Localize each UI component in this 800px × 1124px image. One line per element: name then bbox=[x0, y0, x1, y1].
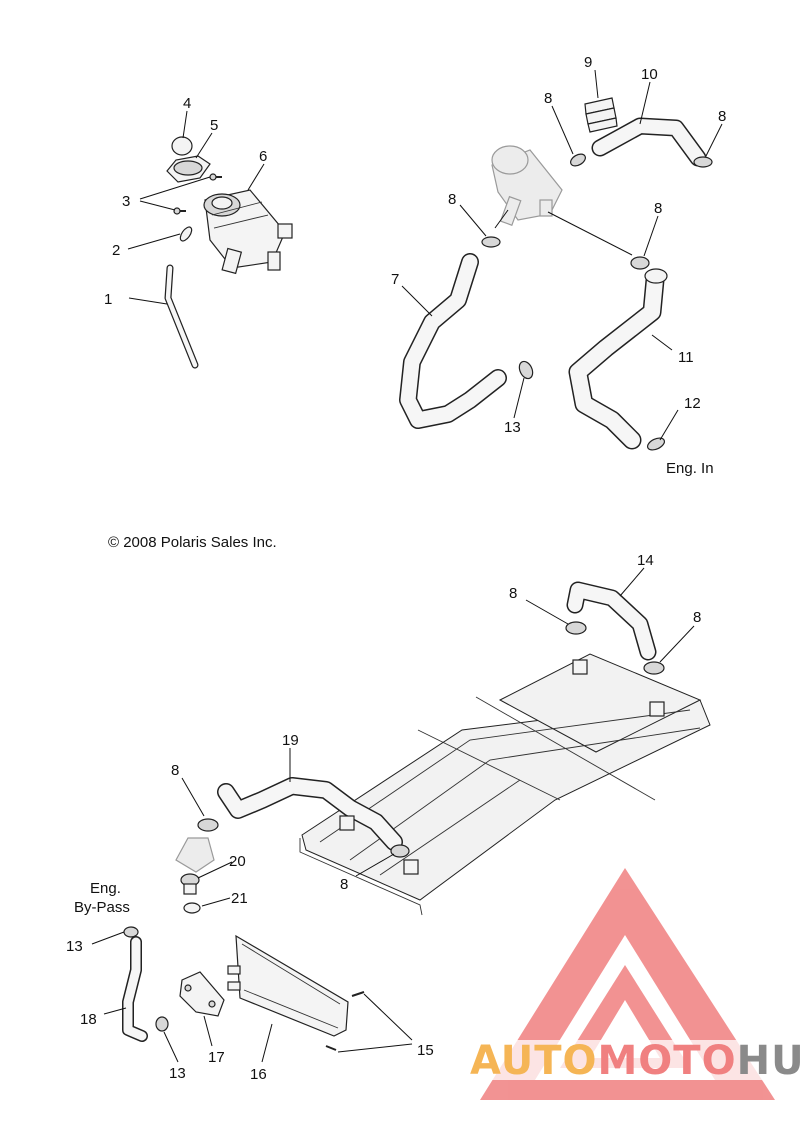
watermark-text-backdrop bbox=[468, 1040, 800, 1080]
callout-17: 17 bbox=[208, 1049, 225, 1066]
callout-8-f: 8 bbox=[693, 609, 701, 626]
watermark-text-hub: HUB bbox=[737, 1038, 800, 1084]
callout-11: 11 bbox=[678, 349, 694, 366]
screw-part-3a bbox=[209, 173, 222, 181]
callout-2: 2 bbox=[112, 242, 120, 259]
clamp-part-13-bottom-b bbox=[155, 1016, 169, 1032]
screw-part-15a bbox=[351, 991, 365, 997]
ghost-filler-bottle bbox=[491, 145, 563, 226]
fitting-right-top bbox=[649, 701, 665, 717]
callout-5: 5 bbox=[210, 117, 218, 134]
watermark-text-moto: MOTO bbox=[598, 1038, 737, 1084]
leader-lines bbox=[91, 69, 723, 1063]
clamp-part-13-top bbox=[518, 360, 534, 380]
callout-8-g: 8 bbox=[171, 762, 179, 779]
callout-20: 20 bbox=[229, 853, 246, 870]
cap-seal-part-4 bbox=[171, 136, 193, 156]
note-eng-bypass-line1: Eng. bbox=[90, 880, 121, 897]
hose-part-19 bbox=[217, 777, 403, 851]
chassis-tunnel bbox=[299, 653, 711, 916]
callout-1: 1 bbox=[104, 291, 112, 308]
clamp-part-8-mid-a bbox=[565, 621, 587, 635]
leader-clamp-to-ghost bbox=[494, 209, 509, 229]
callout-18: 18 bbox=[80, 1011, 97, 1028]
clamp-part-8-top-a bbox=[570, 153, 586, 167]
coolant-filler-bottle-part-6 bbox=[203, 189, 293, 275]
clamp-part-8-mid-b bbox=[643, 661, 665, 675]
callout-8-h: 8 bbox=[340, 876, 348, 893]
callout-13-a: 13 bbox=[504, 419, 521, 436]
spring-part-9 bbox=[584, 97, 618, 133]
bypass-hose-part-18 bbox=[122, 936, 148, 1042]
fitting-left-top bbox=[572, 659, 588, 675]
callout-8-d: 8 bbox=[654, 200, 662, 217]
callout-13-b: 13 bbox=[66, 938, 83, 955]
callout-10: 10 bbox=[641, 66, 658, 83]
callout-3: 3 bbox=[122, 193, 130, 210]
callout-21: 21 bbox=[231, 890, 248, 907]
callout-16: 16 bbox=[250, 1066, 267, 1083]
o-ring-part-21 bbox=[183, 902, 201, 914]
thermostat-part-20 bbox=[180, 873, 200, 895]
hose-part-7 bbox=[399, 253, 507, 429]
callout-6: 6 bbox=[259, 148, 267, 165]
note-eng-in: Eng. In bbox=[666, 460, 714, 477]
callout-12: 12 bbox=[684, 395, 701, 412]
callout-8-e: 8 bbox=[509, 585, 517, 602]
plug-part-12 bbox=[646, 437, 666, 451]
callout-8-a: 8 bbox=[448, 191, 456, 208]
watermark-text-auto: AUTO bbox=[470, 1038, 598, 1084]
clamp-part-8-top-b bbox=[693, 156, 713, 168]
note-eng-bypass-line2: By-Pass bbox=[74, 899, 130, 916]
block-part-17 bbox=[179, 971, 225, 1017]
clamp-part-13-bottom-a bbox=[123, 926, 139, 938]
hose-11-end-ring bbox=[644, 268, 668, 284]
fitting-tunnel-b bbox=[403, 859, 419, 875]
fitting-tunnel-a bbox=[339, 815, 355, 831]
clamp-part-2 bbox=[179, 226, 193, 242]
clamp-part-8-top-c bbox=[481, 236, 501, 248]
heat-exchanger-part-16 bbox=[227, 934, 349, 1037]
callout-19: 19 bbox=[282, 732, 299, 749]
hose-part-14 bbox=[566, 581, 657, 661]
overflow-hose-part-1 bbox=[164, 264, 199, 369]
leader-ghost-to-clamp bbox=[547, 211, 633, 256]
callout-14: 14 bbox=[637, 552, 654, 569]
ghost-thermostat-housing bbox=[175, 837, 215, 873]
callout-9: 9 bbox=[584, 54, 592, 71]
clamp-part-8-low-b bbox=[390, 844, 410, 858]
clamp-part-8-top-d bbox=[630, 256, 650, 270]
callout-15: 15 bbox=[417, 1042, 434, 1059]
screw-part-3b bbox=[173, 207, 186, 215]
callout-4: 4 bbox=[183, 95, 191, 112]
callout-labels: 1 2 3 4 5 6 7 8 8 9 10 8 8 11 12 Eng. In… bbox=[66, 54, 726, 1083]
screw-part-15b bbox=[325, 1045, 337, 1051]
watermark-text: AUTOMOTOHUB bbox=[470, 1038, 800, 1084]
callout-8-b: 8 bbox=[544, 90, 552, 107]
copyright-notice: © 2008 Polaris Sales Inc. bbox=[108, 534, 277, 551]
callout-13-c: 13 bbox=[169, 1065, 186, 1082]
callout-7: 7 bbox=[391, 271, 399, 288]
hose-part-11 bbox=[568, 270, 665, 450]
hose-part-10 bbox=[591, 117, 707, 167]
radiator-cap-part-5 bbox=[166, 155, 211, 183]
clamp-part-8-low-a bbox=[197, 818, 219, 832]
callout-8-c: 8 bbox=[718, 108, 726, 125]
